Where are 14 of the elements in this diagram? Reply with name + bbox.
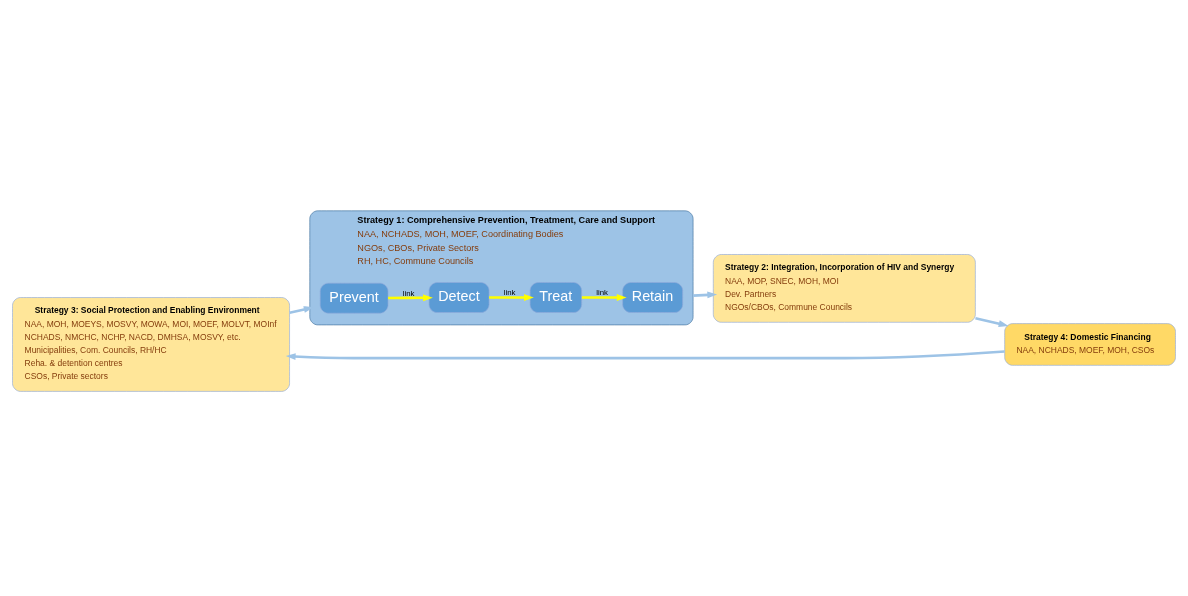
node-box: Prevent	[319, 282, 389, 313]
node-box: Strategy 3: Social Protection and Enabling Environment NAA, MOH, MOEYS, MOSVY, MOWA, MOI, MOEF, MOLVT, MOInf NCHADS, NMCHC, NCHP, NACD, DMHSA, MOSVY, etc. Municipalities, Com. Councils, RH/HC Reha. & detention centres CSOs, Private sectors	[12, 296, 290, 392]
node-box: Strategy 2: Integration, Incorporation of HIV and Synergy NAA, MOP, SNEC, MOH, MOI Dev. Partners NGOs/CBOs, Commune Councils	[712, 253, 976, 323]
arrow	[289, 305, 314, 314]
node-box: Treat	[529, 281, 582, 313]
arrow	[693, 291, 718, 298]
node-box: Strategy 4: Domestic Financing NAA, NCHADS, MOEF, MOH, CSOs	[1004, 322, 1176, 366]
arrow	[388, 293, 433, 301]
arrow	[975, 316, 1009, 327]
arrow	[581, 293, 627, 301]
node-box: Detect	[428, 281, 490, 313]
arrow	[489, 293, 534, 301]
node-box: Retain	[622, 281, 683, 313]
arrow	[285, 349, 1005, 360]
